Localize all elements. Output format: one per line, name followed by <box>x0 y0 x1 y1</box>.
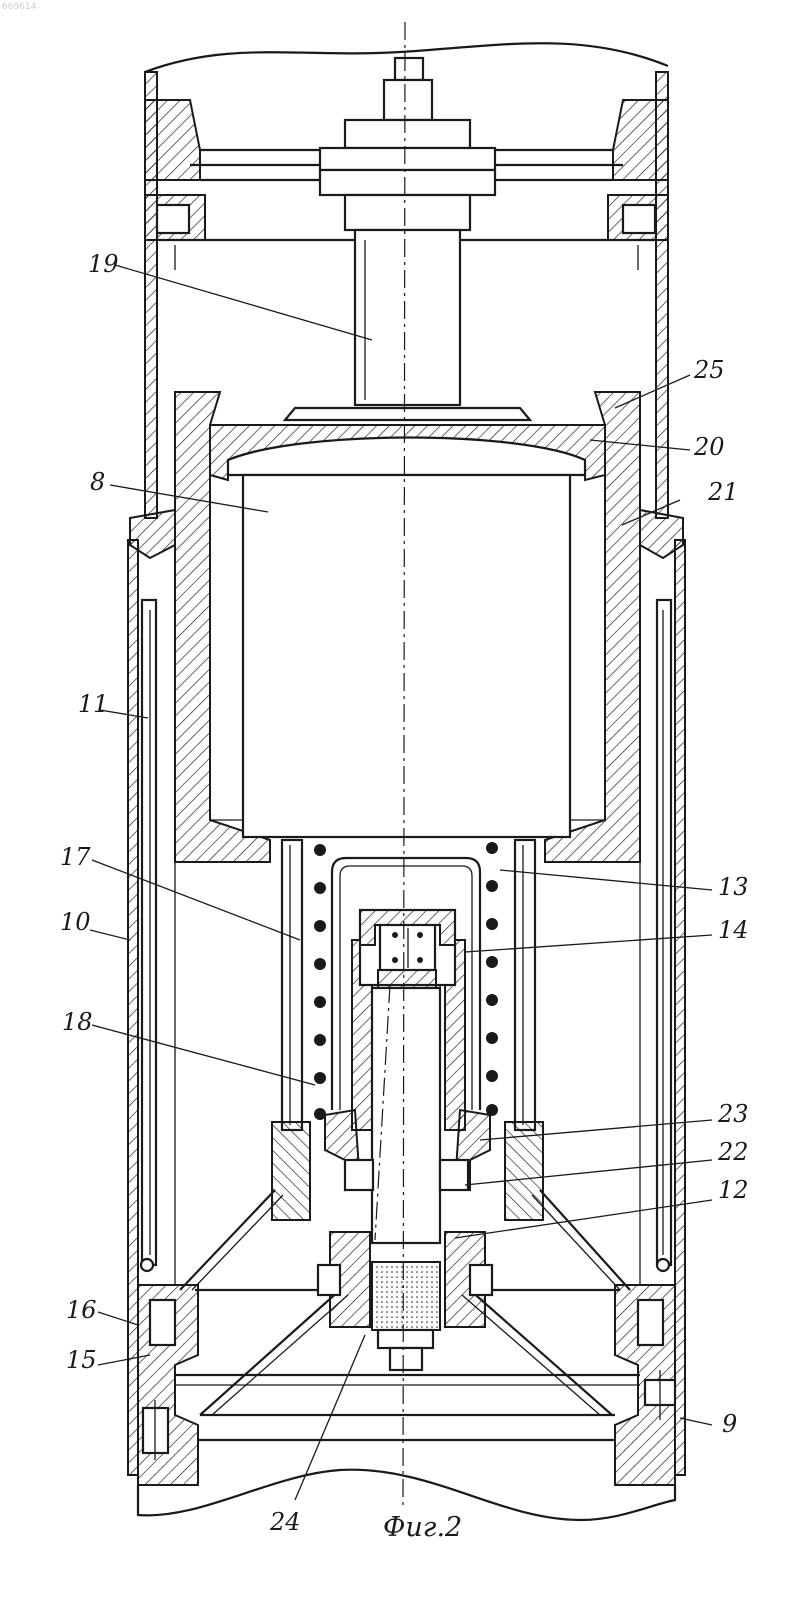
label-9: 9 <box>722 1410 737 1438</box>
label-16: 16 <box>66 1296 97 1324</box>
label-22: 22 <box>717 1138 749 1166</box>
label-13: 13 <box>718 873 749 901</box>
label-11: 11 <box>78 690 109 718</box>
label-18: 18 <box>62 1008 93 1036</box>
spring-coils-right <box>486 842 498 1116</box>
label-15: 15 <box>66 1346 97 1374</box>
core-8 <box>210 475 605 837</box>
label-17: 17 <box>60 843 91 871</box>
label-10: 10 <box>60 908 91 936</box>
label-12: 12 <box>718 1176 749 1204</box>
label-20: 20 <box>693 433 725 461</box>
nut-24 <box>318 1232 492 1370</box>
label-19: 19 <box>88 250 119 278</box>
document-id: 669614 <box>2 2 37 12</box>
label-24: 24 <box>269 1508 301 1536</box>
label-14: 14 <box>718 916 749 944</box>
figure-caption: Фиг.2 <box>383 1512 462 1543</box>
spring-coils-left <box>314 844 326 1120</box>
label-25: 25 <box>693 356 725 384</box>
label-23: 23 <box>717 1100 749 1128</box>
label-21: 21 <box>707 478 739 506</box>
label-8: 8 <box>90 468 105 496</box>
